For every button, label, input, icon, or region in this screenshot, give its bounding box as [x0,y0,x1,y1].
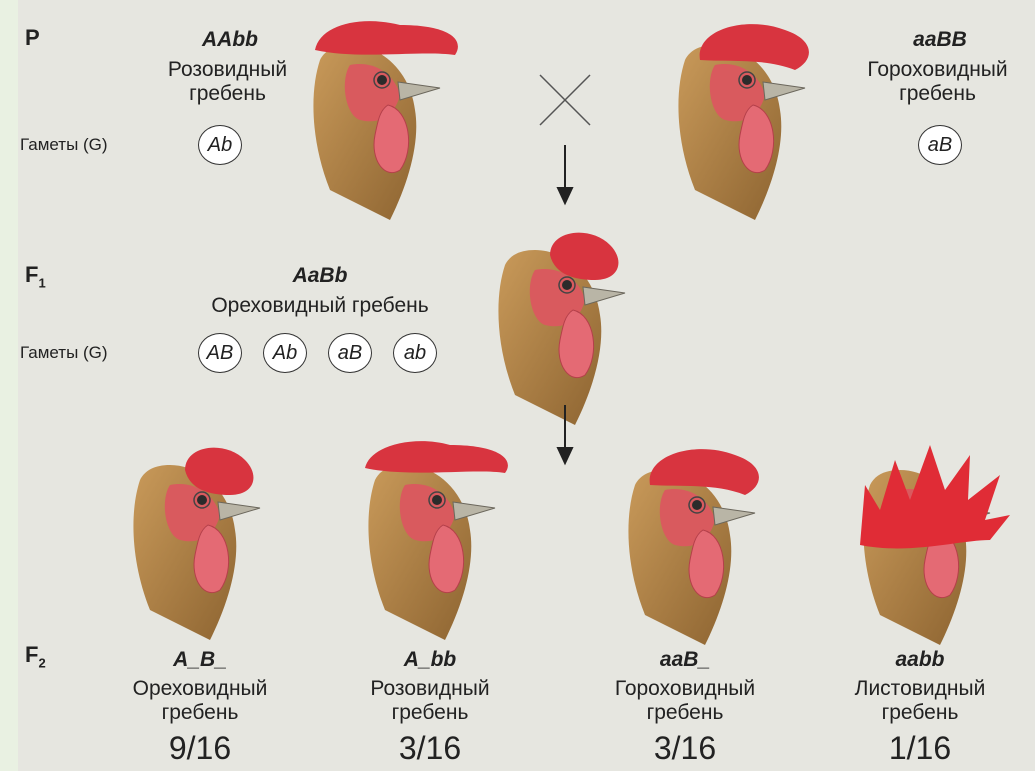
row-label-f1: F1 [25,262,46,290]
rooster-pea-comb-f2 [628,449,759,645]
cross-symbol [540,75,590,125]
f2-genotype: A_B_ [125,648,275,672]
rooster-rose-comb-p [313,21,457,220]
row-label-f2: F2 [25,642,46,670]
f1-genotype: AaBb [245,264,395,288]
f2-phenotype: Ореховидный гребень [100,677,300,725]
gamete-f1: AB [198,333,242,373]
gamete-f1: aB [328,333,372,373]
rooster-pea-comb-p [678,24,809,220]
rooster-rose-comb-f2 [365,441,508,640]
gamete-p-left: Ab [198,125,242,165]
gamete-f1: ab [393,333,437,373]
f1-phenotype: Ореховидный гребень [160,294,480,318]
f2-ratio: 1/16 [845,730,995,767]
gamete-f1: Ab [263,333,307,373]
p-right-genotype: aaBB [865,28,1015,52]
rooster-single-comb-f2 [860,445,1010,645]
f2-genotype: aabb [845,648,995,672]
p-left-phenotype: Розовидный гребень [130,58,325,106]
gamete-p-right: aB [918,125,962,165]
f2-phenotype: Гороховидный гребень [575,677,795,725]
rooster-walnut-comb-f2 [133,448,260,640]
rooster-walnut-comb-f1 [498,233,625,425]
row-label-p: P [25,25,40,51]
p-right-phenotype: Гороховидный гребень [840,58,1035,106]
gametes-label-p: Гаметы (G) [20,135,108,155]
gametes-label-f1: Гаметы (G) [20,343,108,363]
f2-ratio: 3/16 [355,730,505,767]
f2-phenotype: Листовидный гребень [820,677,1020,725]
f2-ratio: 3/16 [610,730,760,767]
f2-phenotype: Розовидный гребень [330,677,530,725]
f2-genotype: A_bb [355,648,505,672]
f2-genotype: aaB_ [610,648,760,672]
p-left-genotype: AAbb [155,28,305,52]
f2-ratio: 9/16 [125,730,275,767]
arrow-down-icon [558,145,572,203]
